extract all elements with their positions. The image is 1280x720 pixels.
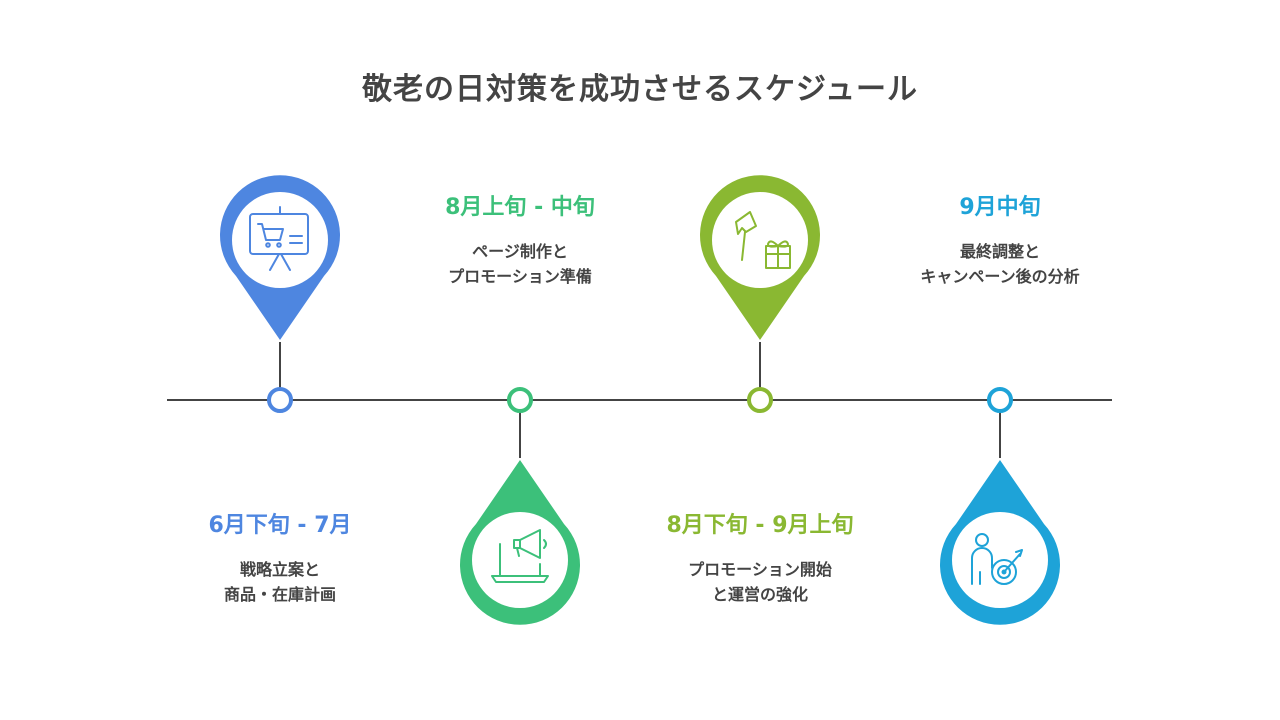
milestone-3-period: 8月下旬 - 9月上旬	[666, 513, 854, 538]
milestone-3-desc-line-1: プロモーション開始	[688, 560, 832, 579]
milestone-3-pin-hole	[712, 192, 808, 288]
milestone-3-marker	[700, 175, 821, 413]
milestone-4-desc-line-1: 最終調整と	[959, 242, 1040, 261]
milestone-1-node	[267, 387, 293, 413]
milestone-4-node	[987, 387, 1013, 413]
milestone-4-label: 9月中旬 最終調整と キャンペーン後の分析	[870, 193, 1130, 289]
milestone-2-marker	[460, 387, 580, 625]
milestone-3-description: プロモーション開始 と運営の強化	[630, 557, 890, 607]
milestone-2-node	[507, 387, 533, 413]
megaphone-laptop-icon	[491, 529, 549, 583]
page-title: 敬老の日対策を成功させるスケジュール	[362, 72, 918, 107]
milestone-1-marker	[220, 175, 341, 413]
milestone-2-desc-line-2: プロモーション準備	[448, 267, 592, 286]
milestone-4-desc-line-2: キャンペーン後の分析	[920, 267, 1080, 286]
milestone-3-label: 8月下旬 - 9月上旬 プロモーション開始 と運営の強化	[630, 511, 890, 607]
person-target-icon	[971, 533, 1023, 585]
milestone-4-marker	[940, 387, 1061, 625]
milestone-1-period: 6月下旬 - 7月	[208, 513, 352, 538]
milestone-3-desc-line-2: と運営の強化	[711, 585, 808, 604]
milestone-4-period: 9月中旬	[959, 195, 1041, 220]
milestone-2-period: 8月上旬 - 中旬	[445, 195, 595, 220]
milestone-3-node	[747, 387, 773, 413]
milestone-1-desc-line-2: 商品・在庫計画	[223, 585, 336, 604]
milestone-1-desc-line-1: 戦略立案と	[239, 560, 320, 579]
presentation-cart-icon	[249, 206, 309, 271]
flower-gift-icon	[735, 211, 791, 269]
milestone-2-desc-line-1: ページ制作と	[472, 242, 568, 261]
milestone-4-description: 最終調整と キャンペーン後の分析	[870, 239, 1130, 289]
milestone-2-pin-hole	[472, 512, 568, 608]
milestone-1-description: 戦略立案と 商品・在庫計画	[150, 557, 410, 607]
milestone-1-label: 6月下旬 - 7月 戦略立案と 商品・在庫計画	[150, 511, 410, 607]
milestone-2-description: ページ制作と プロモーション準備	[390, 239, 650, 289]
milestone-2-label: 8月上旬 - 中旬 ページ制作と プロモーション準備	[390, 193, 650, 289]
